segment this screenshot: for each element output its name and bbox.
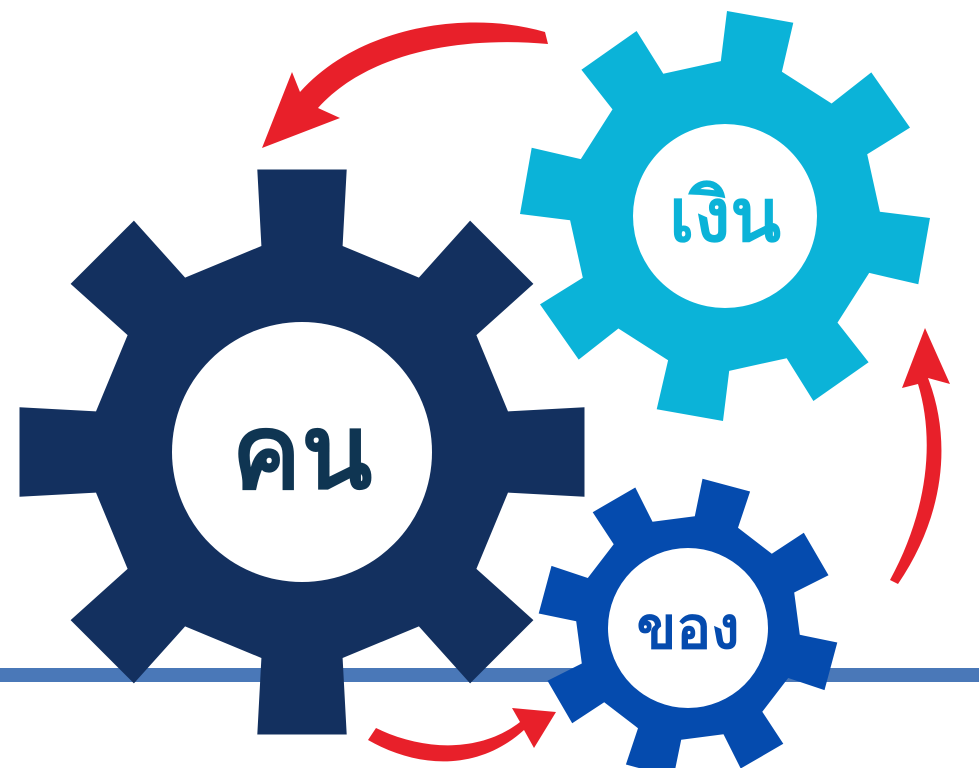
- money-gear-label: เงิน: [669, 173, 781, 259]
- goods-gear: ของ: [538, 478, 838, 768]
- goods-gear-label: ของ: [637, 594, 740, 662]
- arrow-goods-to-money: [890, 328, 950, 584]
- people-gear: คน: [19, 169, 585, 735]
- arrow-people-to-goods: [368, 708, 556, 762]
- goods-gear-hub: [608, 548, 768, 708]
- people-gear-hub: [172, 322, 432, 582]
- cycle-arrows: [262, 22, 950, 762]
- baseline-bar: [0, 668, 979, 682]
- arrow-money-to-people: [262, 22, 548, 148]
- money-gear-hub: [633, 124, 817, 308]
- money-gear: เงิน: [520, 11, 930, 421]
- people-gear-label: คน: [232, 391, 373, 513]
